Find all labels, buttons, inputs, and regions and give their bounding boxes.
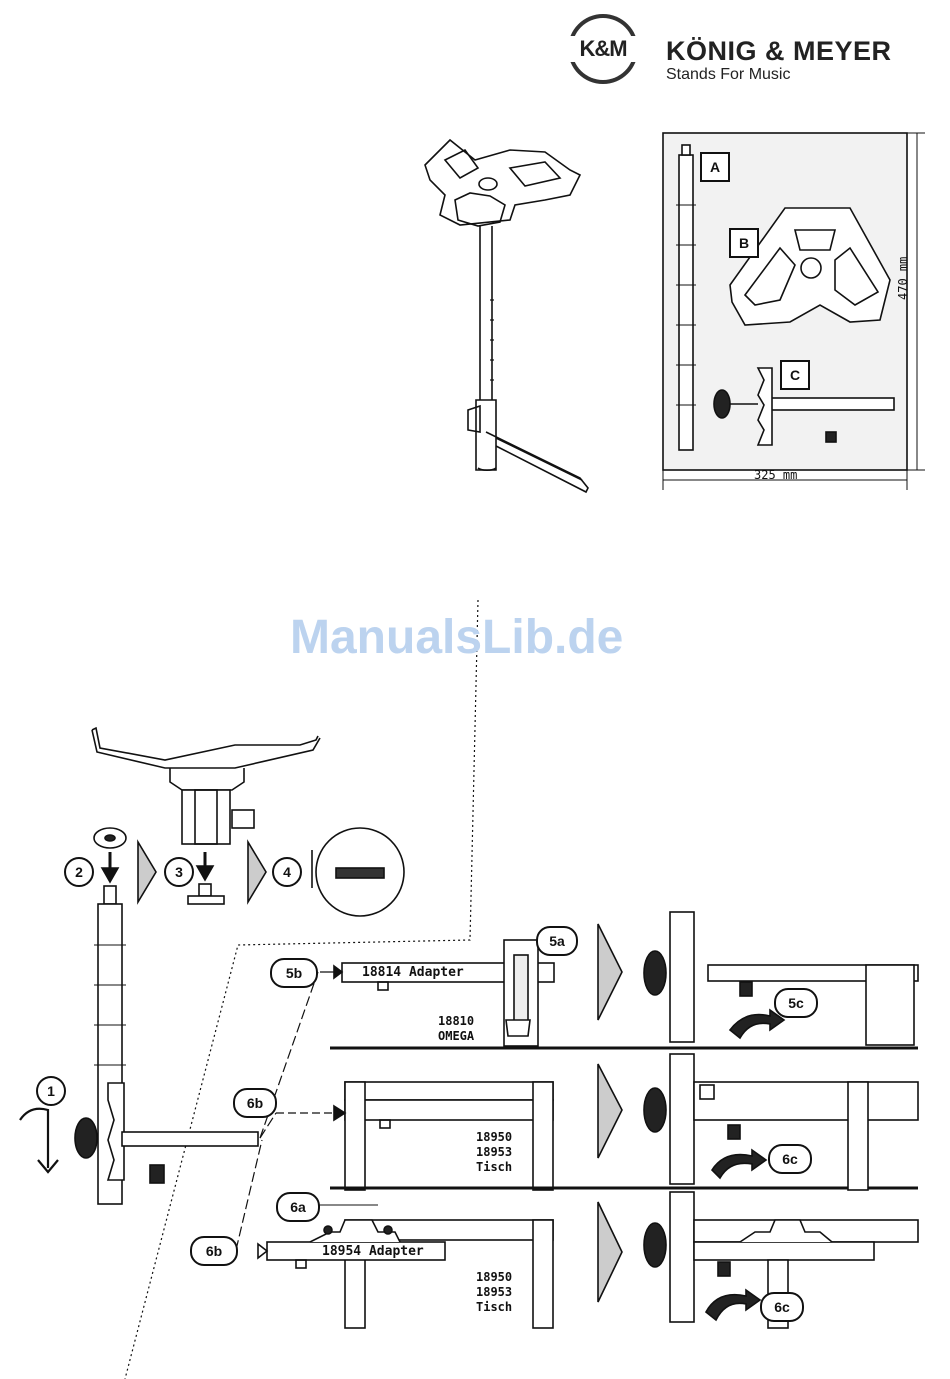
part-a-label: A [700, 152, 730, 182]
step-3-marker: 3 [164, 857, 194, 887]
adapter-18954-label: 18954 Adapter [322, 1245, 424, 1259]
table-low-label-1: 18950 [476, 1270, 512, 1284]
omega-name-label: OMEGA [438, 1029, 474, 1043]
tube-with-arm-drawing [20, 904, 258, 1204]
tray-top-drawing [92, 728, 320, 844]
package-width-label: 325 mm [754, 468, 797, 482]
adapter-18814-label: 18814 Adapter [362, 966, 464, 980]
table-mid-label-3: Tisch [476, 1160, 512, 1174]
dotted-separators [125, 600, 478, 1379]
step-4-marker: 4 [272, 857, 302, 887]
omega-row-drawing [320, 940, 554, 1046]
table-low-label-3: Tisch [476, 1300, 512, 1314]
package-height-label: 470 mm [896, 257, 910, 300]
table-mid-label-2: 18953 [476, 1145, 512, 1159]
watermark: ManualsLib.de [290, 610, 623, 665]
step-5b-marker: 5b [270, 958, 318, 988]
hatched-arrows [598, 924, 622, 1302]
part-b-label: B [729, 228, 759, 258]
step-6c-marker-mid: 6c [768, 1144, 812, 1174]
part-c-label: C [780, 360, 810, 390]
step-2-4-parts [94, 828, 404, 916]
assembled-stand-drawing [425, 140, 588, 492]
step-6a-marker: 6a [276, 1192, 320, 1222]
table-low-label-2: 18953 [476, 1285, 512, 1299]
package-contents-drawing [663, 133, 925, 490]
step-6c-marker-low: 6c [760, 1292, 804, 1322]
step-5c-marker: 5c [774, 988, 818, 1018]
table-mid-label-1: 18950 [476, 1130, 512, 1144]
omega-number-label: 18810 [438, 1014, 474, 1028]
step-5a-marker: 5a [536, 926, 578, 956]
step-6b-marker: 6b [233, 1088, 277, 1118]
step-2-marker: 2 [64, 857, 94, 887]
step-1-marker: 1 [36, 1076, 66, 1106]
step-6b-marker-low: 6b [190, 1236, 238, 1266]
result-drawings [644, 912, 918, 1328]
